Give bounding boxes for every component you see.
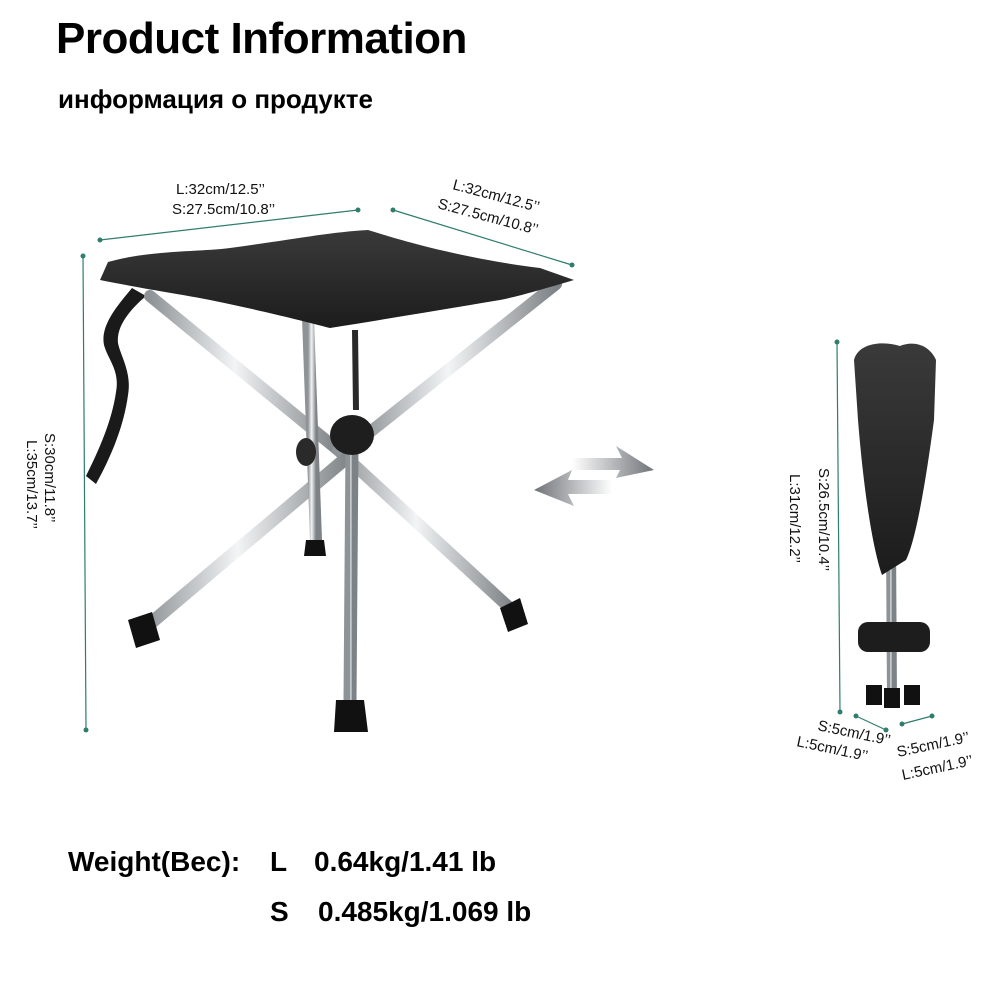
weight-label: Weight(Bec): bbox=[68, 846, 241, 877]
height-s-label: S:30cm/11.8’’ bbox=[41, 433, 58, 523]
folded-height-s-label: S:26.5cm/10.4’’ bbox=[815, 468, 832, 571]
seat-left-s-label: S:27.5cm/10.8’’ bbox=[172, 201, 275, 218]
seat-left-l-label: L:32cm/12.5’’ bbox=[176, 181, 265, 198]
folded-height-l-label: L:31cm/12.2’’ bbox=[786, 474, 803, 563]
weight-size-l: L bbox=[270, 846, 288, 877]
page-subtitle: информация о продукте bbox=[58, 84, 373, 114]
weight-value-l: 0.64kg/1.41 lb bbox=[314, 846, 497, 877]
swap-arrows-icon bbox=[534, 446, 654, 506]
weight-size-s: S bbox=[270, 896, 289, 927]
open-stool bbox=[86, 230, 574, 732]
folded-stool bbox=[854, 343, 936, 708]
seat-fabric bbox=[100, 230, 574, 328]
height-l-label: L:35cm/13.7’’ bbox=[23, 440, 40, 529]
page-title: Product Information bbox=[56, 14, 467, 63]
carry-strap bbox=[86, 288, 146, 484]
weight-value-s: 0.485kg/1.069 lb bbox=[318, 896, 532, 927]
